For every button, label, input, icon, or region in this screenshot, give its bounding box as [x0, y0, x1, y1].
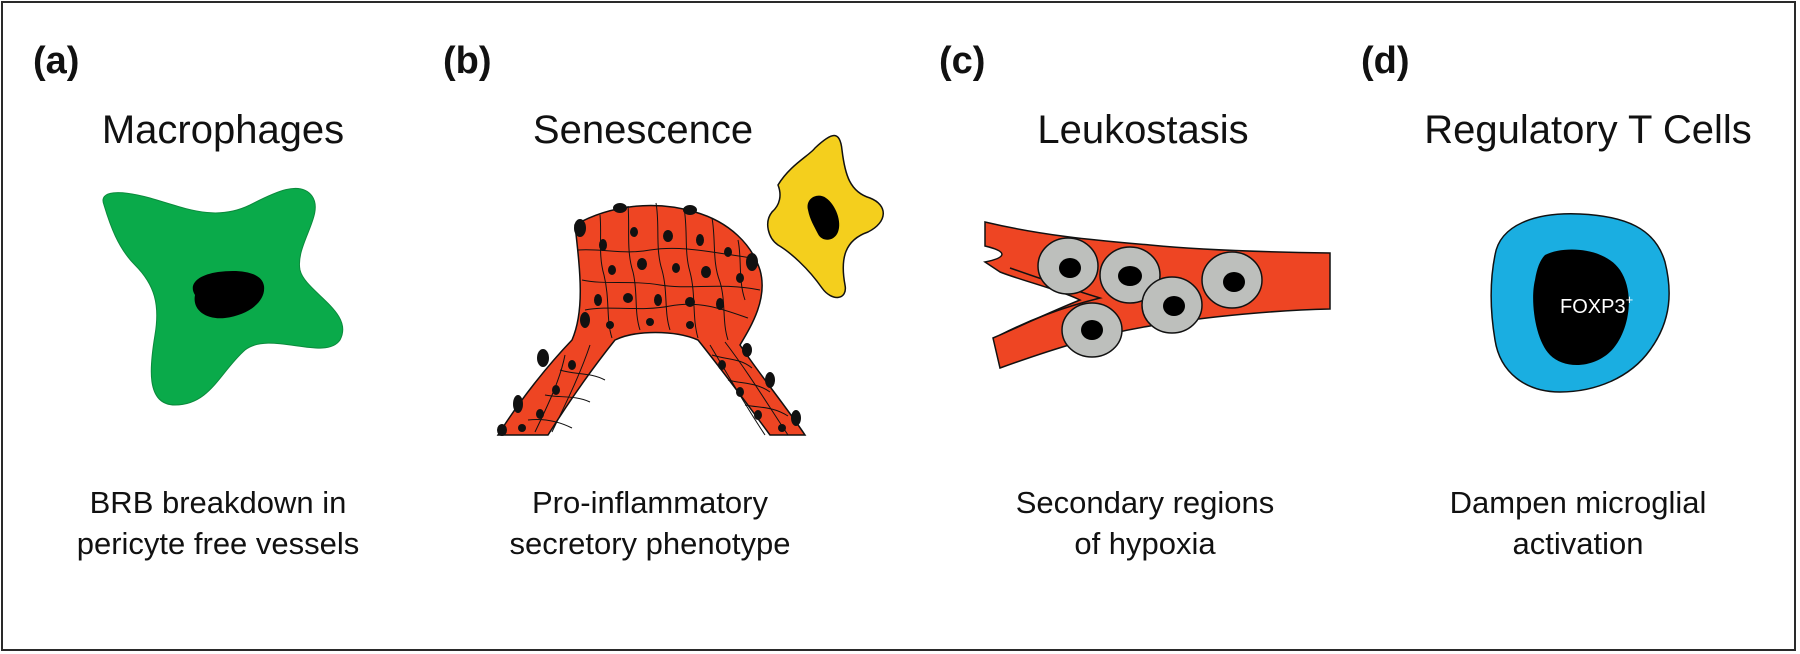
panel-d-caption-line-2: activation [1512, 526, 1644, 561]
panel-b-letter: (b) [443, 40, 492, 82]
vessel-cell-nuclei [518, 227, 786, 432]
macrophage-nucleus [192, 270, 265, 319]
senescent-cell-nucleus [807, 195, 840, 240]
panel-c-letter: (c) [939, 40, 986, 82]
panel-d-title: Regulatory T Cells [1424, 108, 1752, 152]
panel-d-caption: Dampen microglial activation [1450, 482, 1707, 564]
foxp3-label: FOXP3+ [1560, 292, 1633, 318]
panel-a-title: Macrophages [101, 108, 345, 152]
senescent-cell [766, 134, 884, 299]
macrophage-cell [102, 187, 344, 406]
panel-c-caption-line-2: of hypoxia [1074, 526, 1216, 561]
leukostasis-vessel [983, 221, 1331, 369]
panel-a-caption-line-1: BRB breakdown in [89, 485, 347, 520]
panel-d-caption-line-1: Dampen microglial [1449, 485, 1707, 520]
panel-c-caption: Secondary regions of hypoxia [1016, 482, 1275, 564]
treg-nucleus [1533, 249, 1629, 366]
panel-c-title: Leukostasis [1037, 108, 1249, 152]
panel-a-letter: (a) [33, 40, 80, 82]
panel-b-caption-line-1: Pro-inflammatory [532, 485, 768, 520]
regulatory-t-cell: FOXP3+ [1490, 213, 1670, 393]
panel-b-caption: Pro-inflammatory secretory phenotype [510, 482, 791, 564]
panel-b-caption-line-2: secretory phenotype [509, 526, 791, 561]
pericyte-nodes [497, 203, 801, 436]
panel-c-caption-line-1: Secondary regions [1015, 485, 1275, 520]
panel-a-caption-line-2: pericyte free vessels [76, 526, 360, 561]
panel-b-title: Senescence [532, 108, 754, 152]
panel-a-caption: BRB breakdown in pericyte free vessels [77, 482, 360, 564]
leukocyte-nuclei [1059, 258, 1245, 340]
senescent-vessel [496, 202, 807, 436]
leukocytes [1037, 237, 1263, 358]
panel-d-letter: (d) [1361, 40, 1410, 82]
